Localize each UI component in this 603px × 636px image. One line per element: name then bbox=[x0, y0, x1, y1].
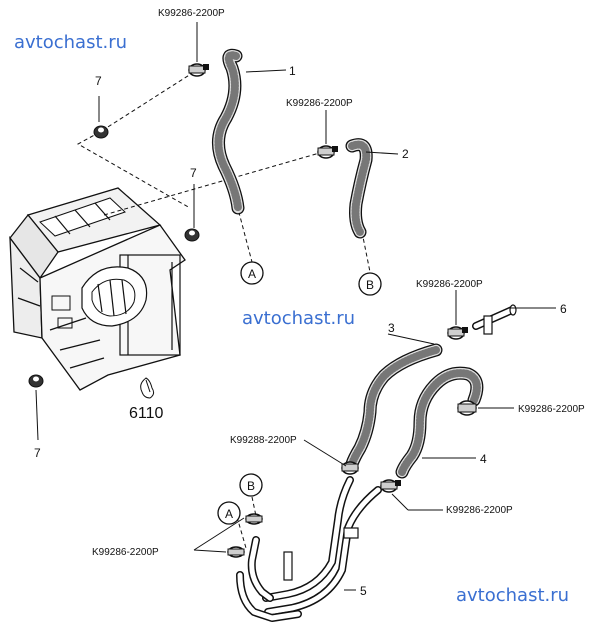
marker-b-lower-label: B bbox=[247, 479, 255, 493]
marker-a-lower-label: A bbox=[225, 507, 233, 521]
grommet-7-middle bbox=[184, 228, 200, 242]
unit-6110-symbol bbox=[140, 377, 155, 399]
hose-3 bbox=[345, 343, 443, 471]
clamp-pipe-joint bbox=[341, 461, 359, 475]
connector-markers: A B B A bbox=[217, 261, 382, 525]
clamp-hose-2 bbox=[317, 145, 338, 159]
callout-7-upper: 7 bbox=[95, 74, 102, 88]
marker-b-upper-label: B bbox=[366, 278, 374, 292]
marker-a-lower: A bbox=[217, 501, 241, 525]
grommet-7-lower bbox=[28, 374, 44, 388]
watermark-bottom: avtochast.ru bbox=[456, 585, 569, 606]
callout-6: 6 bbox=[560, 302, 567, 316]
grommets-7 bbox=[28, 125, 200, 388]
marker-b-upper: B bbox=[358, 272, 382, 296]
grommet-7-upper bbox=[93, 125, 109, 139]
callout-2: 2 bbox=[402, 147, 409, 161]
callout-3: 3 bbox=[388, 321, 395, 335]
unit-code-6110: 6110 bbox=[129, 405, 164, 422]
part-number-pipe-joint: K99288-2200P bbox=[230, 435, 297, 446]
clamp-hose-4-lower bbox=[380, 479, 401, 493]
marker-a-upper: A bbox=[240, 261, 264, 285]
part-number-fitting-6: K99286-2200P bbox=[416, 279, 483, 290]
callout-5: 5 bbox=[360, 584, 367, 598]
hose-clamps bbox=[188, 63, 477, 558]
part-number-hose-4-lower: K99286-2200P bbox=[446, 505, 513, 516]
text-labels: avtochast.ru avtochast.ru avtochast.ru K… bbox=[14, 8, 585, 606]
callout-7-lower: 7 bbox=[34, 446, 41, 460]
clamp-fitting-6 bbox=[447, 326, 468, 340]
callout-4: 4 bbox=[480, 452, 487, 466]
callout-7-middle: 7 bbox=[190, 166, 197, 180]
hose-4 bbox=[395, 366, 484, 479]
hose-1 bbox=[212, 48, 245, 215]
heater-unit-housing bbox=[9, 187, 186, 391]
assembly-guide-lines bbox=[76, 71, 371, 549]
clamp-top-left bbox=[188, 63, 209, 77]
fitting-6 bbox=[472, 304, 517, 335]
marker-b-lower: B bbox=[239, 473, 263, 497]
pipe-assembly-5 bbox=[236, 476, 382, 622]
leader-lines bbox=[35, 22, 556, 591]
clamp-connector-upper bbox=[245, 513, 263, 525]
watermark-middle: avtochast.ru bbox=[242, 308, 355, 329]
part-number-connectors: K99286-2200P bbox=[92, 547, 159, 558]
callout-1: 1 bbox=[289, 64, 296, 78]
part-number-hose-2: K99286-2200P bbox=[286, 98, 353, 109]
watermark-top: avtochast.ru bbox=[14, 32, 127, 53]
part-number-top-left: K99286-2200P bbox=[158, 8, 225, 19]
hose-2 bbox=[345, 138, 373, 239]
marker-a-upper-label: A bbox=[248, 267, 256, 281]
clamp-hose-4-upper bbox=[457, 400, 477, 416]
part-number-hose-4-upper: K99286-2200P bbox=[518, 404, 585, 415]
clamp-connector-lower bbox=[227, 546, 245, 558]
